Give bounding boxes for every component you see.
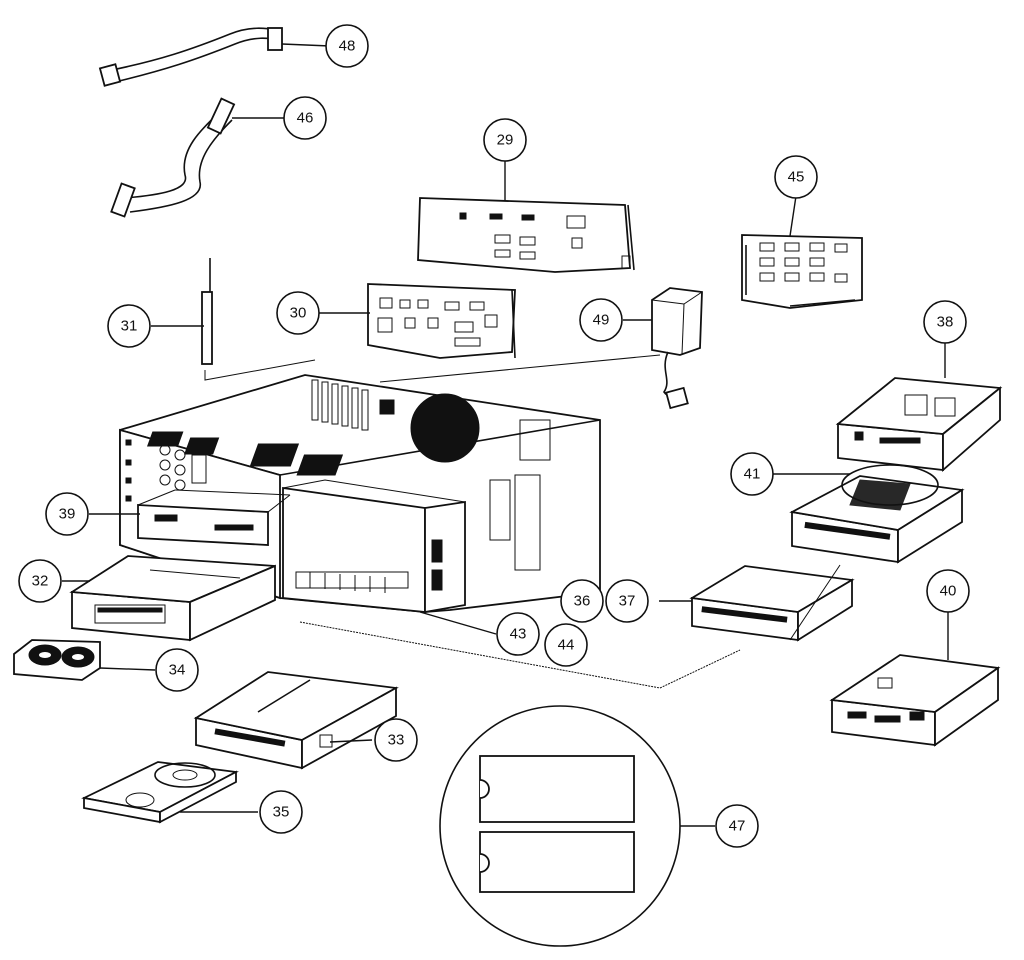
callout-31: 31	[107, 304, 151, 348]
svg-text:38: 38	[937, 314, 954, 331]
callout-49: 49	[579, 298, 623, 342]
callout-36: 36	[560, 579, 604, 623]
svg-text:49: 49	[593, 312, 610, 329]
slot-bracket-31	[201, 258, 316, 381]
svg-text:40: 40	[940, 583, 957, 600]
svg-text:33: 33	[388, 732, 405, 749]
tape-cartridge-34	[13, 639, 101, 681]
optical-drive-33	[193, 671, 399, 770]
svg-text:31: 31	[121, 318, 138, 335]
callout-46: 46	[283, 96, 327, 140]
tape-drive-32	[69, 555, 276, 642]
svg-text:29: 29	[497, 132, 514, 149]
callout-33: 33	[374, 718, 418, 762]
svg-text:35: 35	[273, 804, 290, 821]
callout-35: 35	[259, 790, 303, 834]
svg-text:44: 44	[558, 637, 575, 654]
callout-29: 29	[483, 118, 527, 162]
floppy-drive-39	[137, 489, 291, 546]
expansion-card-29	[417, 197, 635, 273]
callout-37: 37	[605, 579, 649, 623]
disk-drive-38	[835, 377, 1003, 472]
svg-text:46: 46	[297, 110, 314, 127]
callout-47: 47	[715, 804, 759, 848]
computer-chassis	[119, 374, 601, 614]
svg-text:43: 43	[510, 626, 527, 643]
memory-modules-47	[439, 705, 681, 947]
svg-text:39: 39	[59, 506, 76, 523]
expansion-card-30	[367, 283, 516, 359]
power-adapter-49	[379, 287, 703, 410]
hard-disk-35	[81, 761, 239, 824]
expansion-card-45	[741, 234, 863, 309]
callout-44: 44	[544, 623, 588, 667]
callout-32: 32	[18, 559, 62, 603]
callout-45: 45	[774, 155, 818, 199]
ribbon-cable-46	[110, 97, 236, 218]
callout-40: 40	[926, 569, 970, 613]
callout-38: 38	[923, 300, 967, 344]
svg-text:37: 37	[619, 593, 636, 610]
ribbon-cable-48	[98, 27, 283, 87]
hard-drive-41	[789, 464, 965, 564]
callout-41: 41	[730, 452, 774, 496]
svg-text:48: 48	[339, 38, 356, 55]
callout-34: 34	[155, 648, 199, 692]
svg-text:41: 41	[744, 466, 761, 483]
svg-text:36: 36	[574, 593, 591, 610]
drive-tray-37	[689, 565, 855, 642]
callout-39: 39	[45, 492, 89, 536]
svg-text:45: 45	[788, 169, 805, 186]
svg-text:34: 34	[169, 662, 186, 679]
svg-text:47: 47	[729, 818, 746, 835]
floppy-drive-40	[829, 654, 1001, 747]
callout-48: 48	[325, 24, 369, 68]
callout-43: 43	[496, 612, 540, 656]
callout-30: 30	[276, 291, 320, 335]
svg-text:32: 32	[32, 573, 49, 590]
svg-text:30: 30	[290, 305, 307, 322]
